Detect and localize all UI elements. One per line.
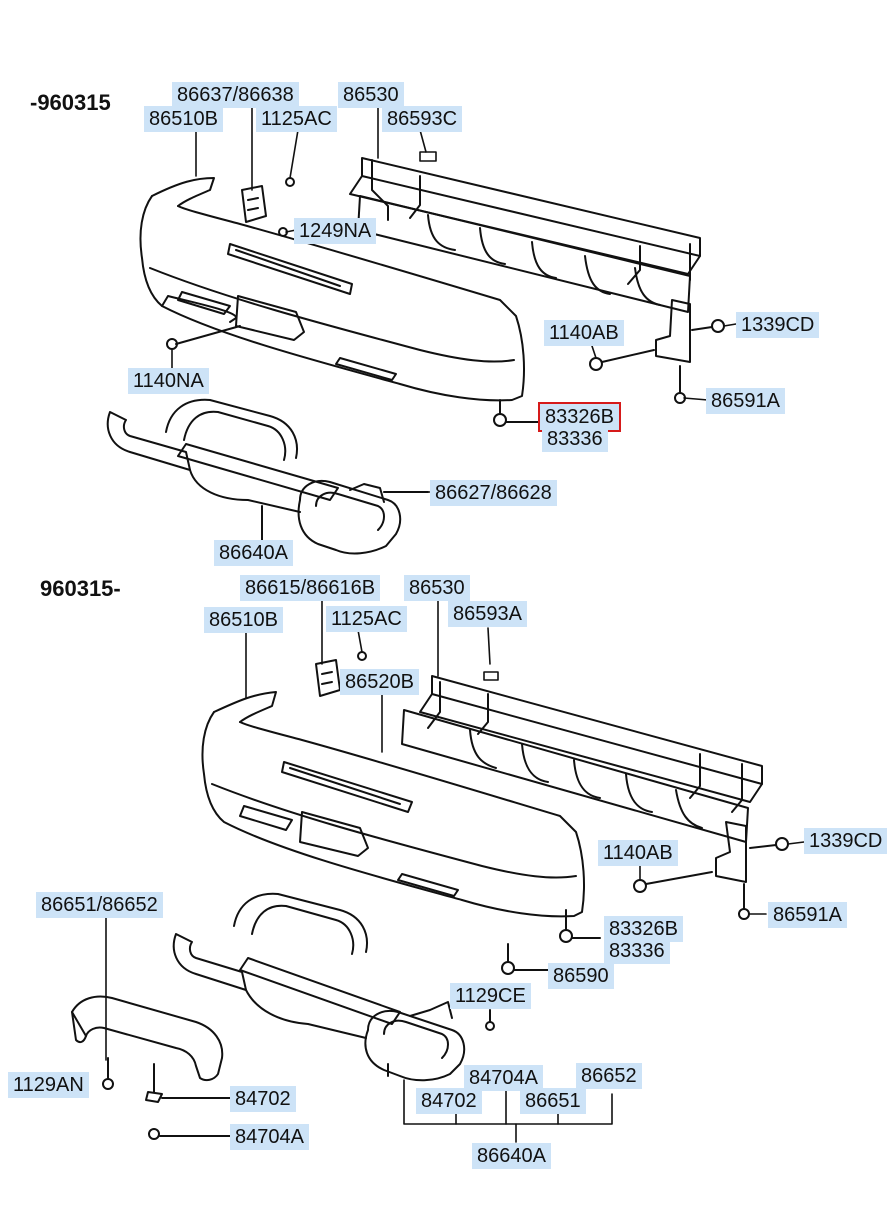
- bottom-reinforcement-beam: [401, 675, 763, 883]
- part-label-86640a-bottom[interactable]: 86640A: [472, 1143, 551, 1169]
- part-label-86651-86652-strip[interactable]: 86651/86652: [36, 892, 163, 918]
- part-label-1125ac-bottom[interactable]: 1125AC: [326, 606, 407, 632]
- part-label-83336-bottom[interactable]: 83336: [604, 938, 670, 964]
- leader-lines: [105, 103, 805, 1143]
- part-label-84704a-strip[interactable]: 84704A: [230, 1124, 309, 1150]
- part-label-86652-guard[interactable]: 86652: [576, 1063, 642, 1089]
- bottom-bumper-cover: [201, 691, 585, 918]
- part-label-1140ab-top[interactable]: 1140AB: [544, 320, 624, 346]
- bottom-guard-bar: [172, 892, 466, 1082]
- part-label-84704a-guard[interactable]: 84704A: [464, 1065, 543, 1091]
- part-label-86530-bottom[interactable]: 86530: [404, 575, 470, 601]
- side-step-strip: [71, 995, 231, 1140]
- top-reinforcement-beam: [349, 157, 701, 363]
- part-label-83326b-top-highlighted[interactable]: 83326B: [538, 402, 621, 432]
- part-label-1140na[interactable]: 1140NA: [128, 368, 209, 394]
- part-label-86510b-bottom[interactable]: 86510B: [204, 607, 283, 633]
- part-label-86530-top[interactable]: 86530: [338, 82, 404, 108]
- part-label-83336-top[interactable]: 83336: [542, 426, 608, 452]
- part-label-86593a[interactable]: 86593A: [448, 601, 527, 627]
- part-label-1129an[interactable]: 1129AN: [8, 1072, 89, 1098]
- part-label-1125ac-top[interactable]: 1125AC: [256, 106, 337, 132]
- part-label-1249na[interactable]: 1249NA: [294, 218, 377, 244]
- part-label-86510b-top[interactable]: 86510B: [144, 106, 223, 132]
- part-label-84702-strip[interactable]: 84702: [230, 1086, 296, 1112]
- part-label-1339cd-bottom[interactable]: 1339CD: [804, 828, 887, 854]
- part-label-1129ce[interactable]: 1129CE: [450, 983, 531, 1009]
- part-label-86615-86616b[interactable]: 86615/86616B: [240, 575, 381, 601]
- part-label-86591a-top[interactable]: 86591A: [706, 388, 785, 414]
- section-header-late: 960315-: [40, 576, 121, 601]
- part-label-86651-guard[interactable]: 86651: [520, 1088, 586, 1114]
- part-label-86637-86638[interactable]: 86637/86638: [172, 82, 299, 108]
- part-label-86590[interactable]: 86590: [548, 963, 614, 989]
- part-label-86640a-top[interactable]: 86640A: [214, 540, 293, 566]
- part-label-86520b[interactable]: 86520B: [340, 669, 419, 695]
- top-guard-bar: [106, 398, 429, 555]
- part-label-86591a-bottom[interactable]: 86591A: [768, 902, 847, 928]
- part-label-1339cd-top[interactable]: 1339CD: [736, 312, 820, 338]
- bottom-fasteners: [315, 651, 789, 1031]
- part-label-86593c[interactable]: 86593C: [382, 106, 463, 132]
- part-label-84702-guard[interactable]: 84702: [416, 1088, 482, 1114]
- part-label-83326b-bottom[interactable]: 83326B: [604, 916, 683, 942]
- part-label-86627-86628[interactable]: 86627/86628: [430, 480, 557, 506]
- section-header-early: -960315: [30, 90, 111, 115]
- part-label-1140ab-bottom[interactable]: 1140AB: [598, 840, 678, 866]
